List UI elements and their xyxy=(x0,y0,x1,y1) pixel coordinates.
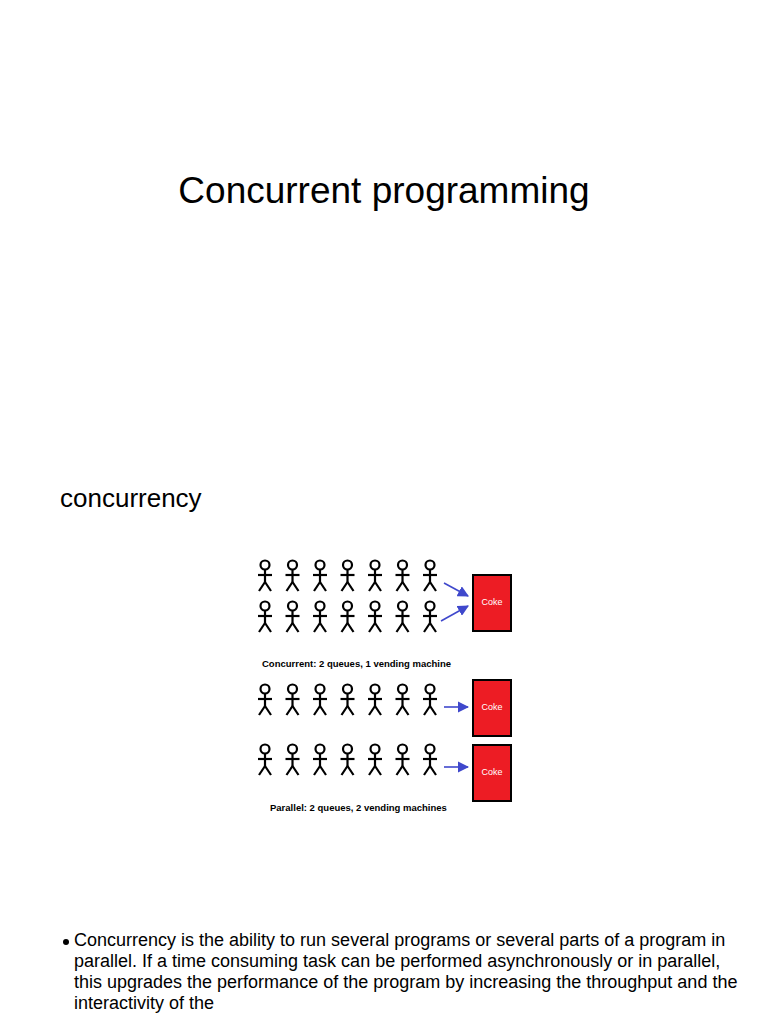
stick-figure xyxy=(286,685,300,716)
stick-figure xyxy=(341,561,355,592)
stick-figure xyxy=(368,602,382,633)
stick-figure xyxy=(286,602,300,633)
bullet-text: Concurrency is the ability to run severa… xyxy=(74,930,738,1014)
stick-figure xyxy=(313,685,327,716)
machine-label: Coke xyxy=(481,768,502,778)
queue-arrow xyxy=(444,706,468,708)
bullet-dot xyxy=(63,939,69,945)
stick-figure xyxy=(396,602,410,633)
stick-figure xyxy=(396,685,410,716)
stick-figure xyxy=(313,602,327,633)
queue-arrow xyxy=(444,583,468,596)
section-heading: concurrency xyxy=(60,483,460,514)
stick-figure xyxy=(258,685,272,716)
vending-machine: Coke xyxy=(472,744,512,802)
figure-caption: Concurrent: 2 queues, 1 vending machine xyxy=(262,658,522,669)
stick-figure xyxy=(258,561,272,592)
stick-figure xyxy=(396,561,410,592)
queue-arrow xyxy=(441,606,468,621)
stick-figure xyxy=(286,745,300,776)
figure-caption: Parallel: 2 queues, 2 vending machines xyxy=(270,802,530,813)
stick-figure xyxy=(341,602,355,633)
stick-figure xyxy=(341,745,355,776)
stick-figure xyxy=(368,561,382,592)
queue-arrow xyxy=(444,766,468,768)
stick-figure xyxy=(313,745,327,776)
stick-figure xyxy=(396,745,410,776)
stick-figure xyxy=(286,561,300,592)
stick-figure xyxy=(423,745,437,776)
machine-label: Coke xyxy=(481,598,502,608)
stick-figure xyxy=(423,602,437,633)
stick-figure xyxy=(313,561,327,592)
stick-figure xyxy=(368,685,382,716)
stick-figure xyxy=(423,685,437,716)
slide-title: Concurrent programming xyxy=(0,170,768,212)
stick-figure xyxy=(258,602,272,633)
stick-figure xyxy=(368,745,382,776)
stick-figure xyxy=(423,561,437,592)
stick-figure xyxy=(258,745,272,776)
stick-figure xyxy=(341,685,355,716)
vending-machine: Coke xyxy=(472,679,512,737)
vending-machine: Coke xyxy=(472,574,512,632)
machine-label: Coke xyxy=(481,703,502,713)
queue-arrows xyxy=(441,583,468,767)
